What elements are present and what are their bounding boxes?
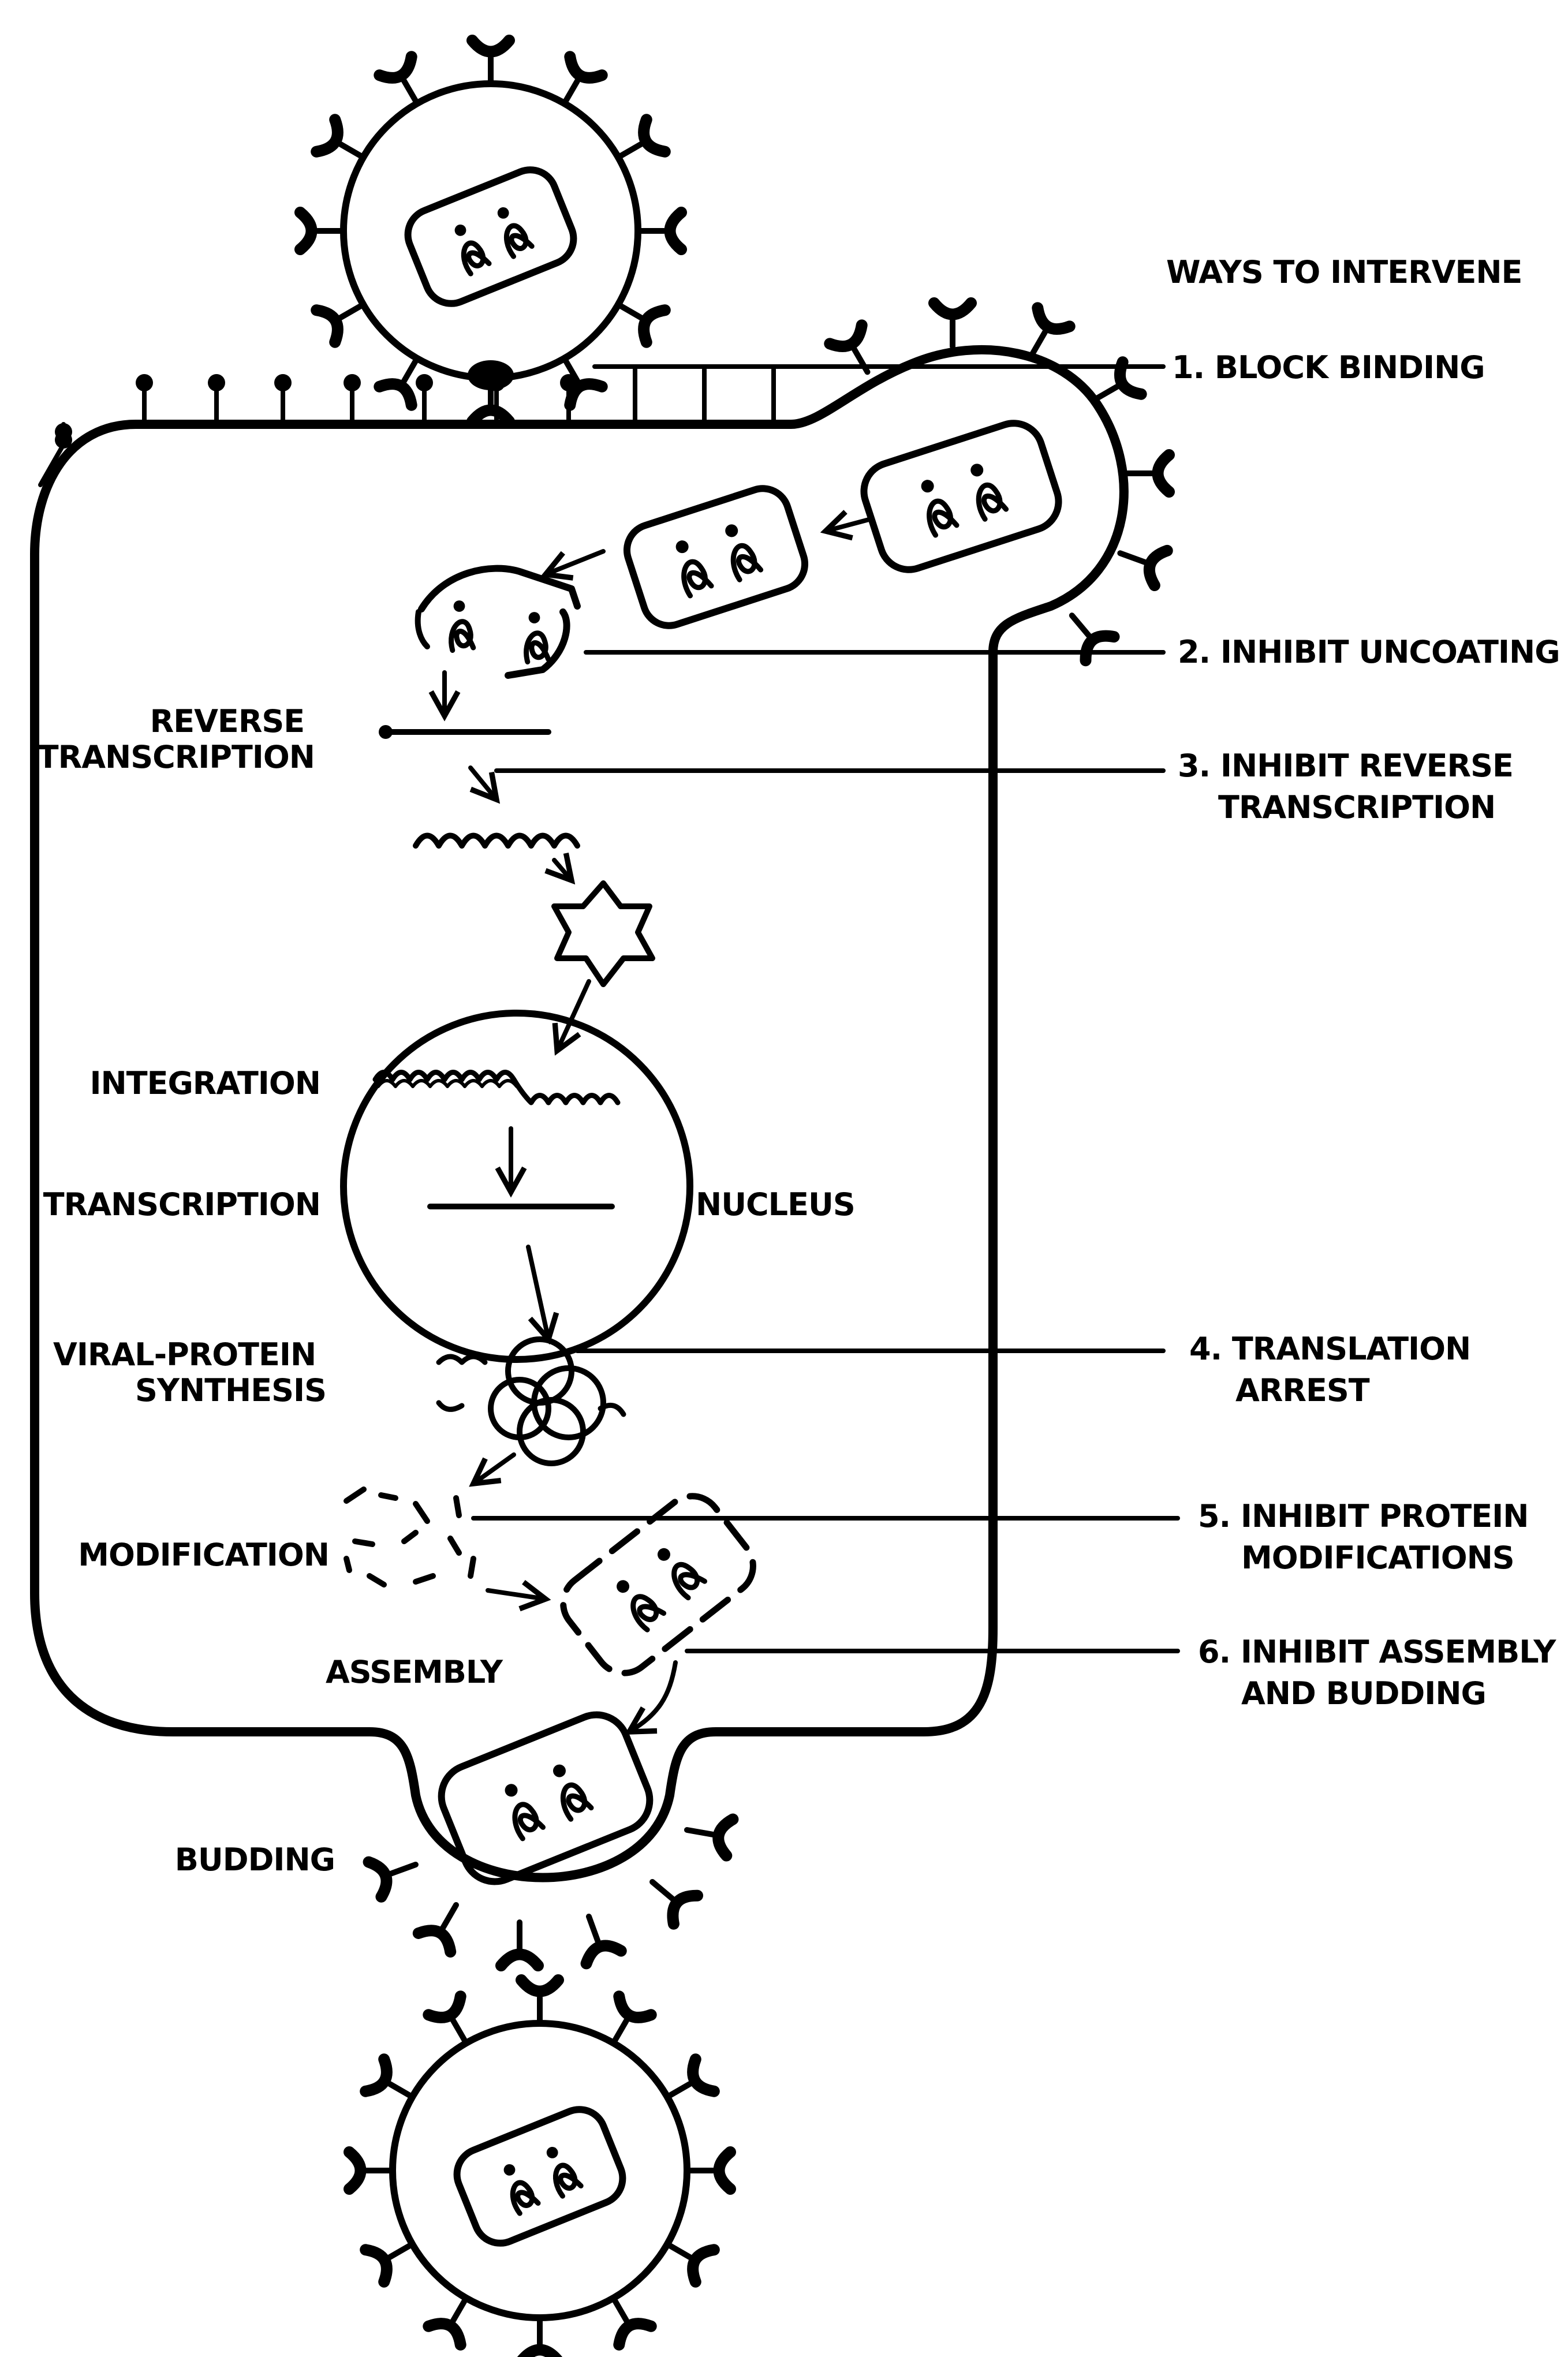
label-reverse-transcription: REVERSE TRANSCRIPTION [38,703,315,775]
capsid-moving [620,482,811,633]
heading-ways-to-intervene: WAYS TO INTERVENE [1166,254,1522,290]
label-nucleus: NUCLEUS [696,1186,855,1223]
uncoating-capsid [418,569,577,675]
label-integration: INTEGRATION [89,1065,320,1101]
assembling-capsid [551,1485,764,1685]
protein-fragments [346,1489,473,1585]
arrow-to-assembly [488,1590,546,1599]
preintegration-complex-star [554,883,652,984]
intervention-5: 5. INHIBIT PROTEIN MODIFICATIONS [1198,1498,1539,1576]
dsdna-wavy [416,836,577,846]
intervention-2: 2. INHIBIT UNCOATING [1178,634,1560,670]
arrow-to-ribosome [528,1247,548,1339]
arrow-to-dsdna [471,768,496,800]
intervention-1: 1. BLOCK BINDING [1172,349,1485,386]
arrow-to-preintegration [554,860,572,880]
budding-spikes [369,1820,733,1966]
intervention-6: 6. INHIBIT ASSEMBLY AND BUDDING [1198,1634,1566,1712]
integrated-dna-second-strand [378,1081,517,1086]
arrow-to-modification [473,1455,514,1484]
intervention-3: 3. INHIBIT REVERSE TRANSCRIPTION [1178,748,1524,825]
fusion-bulge-spikes [830,303,1169,660]
released-virion [349,1980,730,2357]
label-modification: MODIFICATION [78,1537,329,1573]
label-budding: BUDDING [175,1841,335,1878]
arrow-capsid-in [826,520,869,531]
intervention-4: 4. TRANSLATION ARREST [1189,1331,1481,1409]
arrow-to-uncoat [546,551,603,574]
label-transcription: TRANSCRIPTION [43,1186,320,1223]
nucleus [344,1013,690,1359]
label-viral-protein-synthesis: VIRAL-PROTEIN SYNTHESIS [53,1336,326,1409]
label-assembly: ASSEMBLY [326,1654,503,1690]
cell-membrane [35,350,1124,1878]
capsid-entering [856,416,1066,577]
budding-capsid [432,1705,659,1891]
